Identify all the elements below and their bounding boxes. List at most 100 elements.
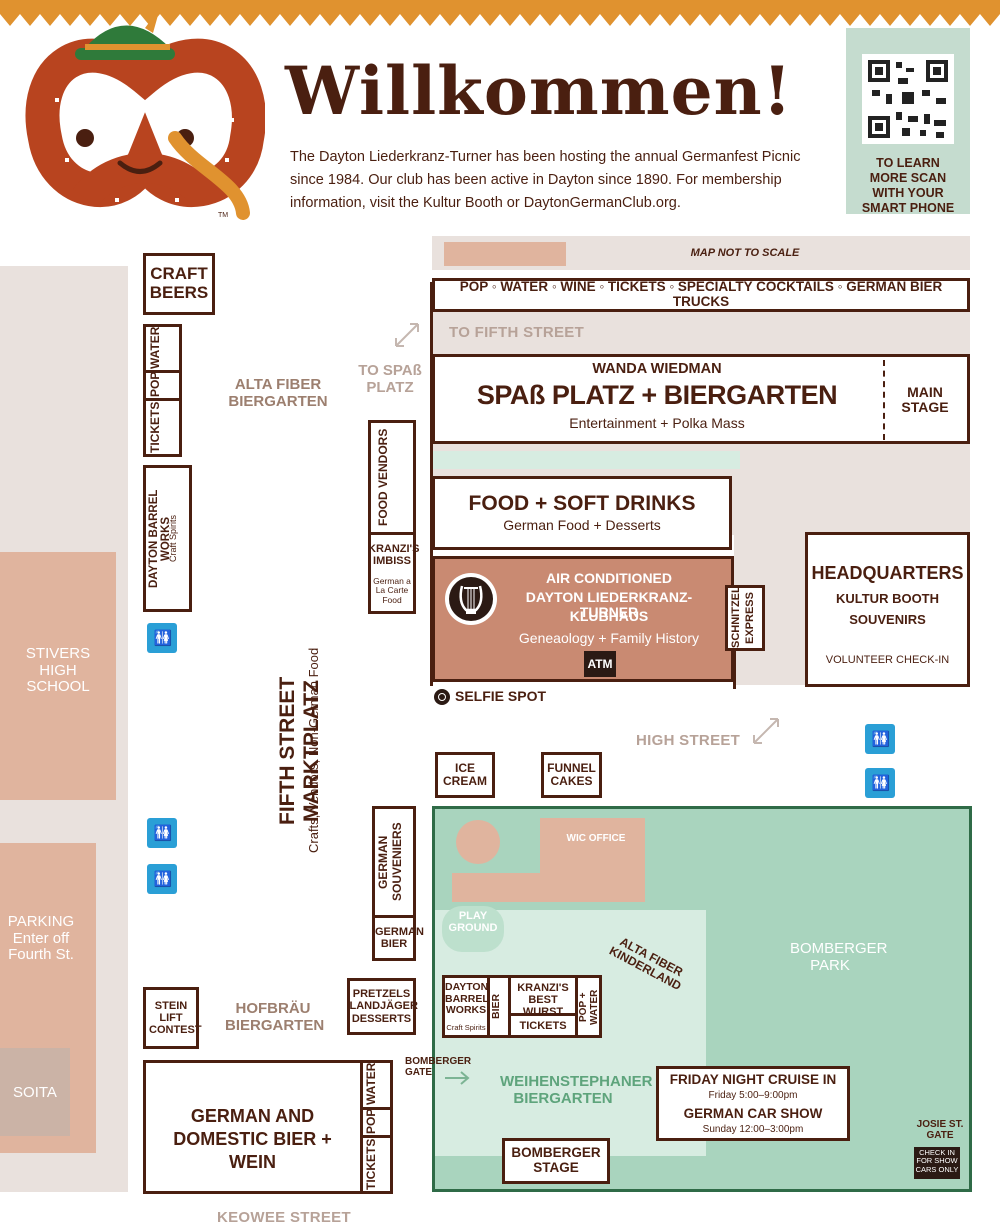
selfie-spot[interactable]: SELFIE SPOT	[434, 688, 547, 705]
park-pop-water-label: POP + WATER	[578, 989, 600, 1025]
park-divider	[508, 978, 511, 1035]
hq-souvenirs: SOUVENIRS	[849, 612, 926, 627]
green-strip	[432, 451, 740, 469]
food-vendors-label: FOOD VENDORS	[376, 428, 390, 527]
qr-instructions: TO LEARN MORE SCAN WITH YOUR SMART PHONE	[861, 156, 955, 215]
spass-title: SPAß PLATZ + BIERGARTEN	[476, 380, 838, 410]
park-divider	[511, 1013, 575, 1016]
restroom-icon: 🚻	[865, 768, 895, 798]
schnitzel-label: SCHNITZEL EXPRESS	[730, 586, 756, 648]
wic-office-wing	[452, 873, 645, 902]
bomberger-park-label: BOMBERGER PARK	[790, 940, 888, 975]
schnitzel-line	[733, 651, 736, 689]
main-stage-label[interactable]: MAIN STAGE	[901, 384, 949, 416]
bomberger-gate-label: BOMBERGER GATE	[405, 1056, 472, 1078]
dayton-barrel-works[interactable]	[143, 465, 192, 612]
hq-volunteer: VOLUNTEER CHECK-IN	[825, 654, 950, 666]
german-domestic-bier[interactable]	[143, 1060, 393, 1194]
salmon-block	[444, 242, 566, 266]
selfie-label: SELFIE SPOT	[455, 688, 547, 705]
gd-divider	[360, 1063, 363, 1191]
fifth-street-marktplatz: FIFTH STREET MARKTPLATZ	[276, 676, 323, 826]
to-spass-platz-label: TO SPAß PLATZ	[358, 362, 422, 397]
column-divider	[146, 370, 179, 373]
gd-water: WATER	[364, 1062, 378, 1105]
qr-code-icon[interactable]	[862, 54, 954, 144]
water-label: WATER	[148, 326, 162, 369]
soita-label: SOITA	[13, 1084, 57, 1101]
park-bier-label: BIER	[490, 993, 502, 1019]
pretzel-mascot-logo	[25, 8, 265, 220]
ice-cream[interactable]: ICE CREAM	[435, 752, 495, 798]
stein-lift-contest[interactable]: STEIN LIFT CONTEST	[143, 987, 202, 1049]
fifth-street-road	[432, 312, 970, 354]
friday-time: Friday 5:00–9:00pm	[708, 1090, 798, 1101]
gd-divider	[362, 1135, 390, 1138]
park-divider	[487, 978, 490, 1035]
weihenstephaner-biergarten: WEIHENSTEPHANER BIERGARTEN	[500, 1073, 653, 1108]
german-bier[interactable]: GERMAN BIER	[372, 915, 424, 961]
restroom-icon: 🚻	[147, 818, 177, 848]
funnel-cakes[interactable]: FUNNEL CAKES	[541, 752, 602, 798]
gd-bier-label: GERMAN AND DOMESTIC BIER + WEIN	[173, 1106, 332, 1172]
bomberger-stage[interactable]: BOMBERGER STAGE	[502, 1138, 610, 1184]
food-sub: German Food + Desserts	[503, 517, 661, 533]
hq-title: HEADQUARTERS	[811, 563, 964, 583]
food-title: FOOD + SOFT DRINKS	[468, 492, 696, 515]
alta-fiber-biergarten: ALTA FIBER BIERGARTEN	[228, 376, 328, 411]
german-bier-label: GERMAN BIER	[375, 925, 424, 950]
spass-sponsor: WANDA WIEDMAN	[592, 361, 722, 377]
soita-building	[0, 1048, 70, 1136]
hq-kultur: KULTUR BOOTH	[835, 591, 940, 606]
ice-cream-label: ICE CREAM	[443, 760, 487, 788]
spass-divider-line	[430, 282, 433, 686]
to-spass-arrow-icon	[395, 323, 419, 347]
stivers-high-school	[0, 552, 116, 800]
dbw-sub: Craft Spirits	[168, 515, 178, 563]
high-street-arrow-icon	[753, 718, 779, 744]
klubhaus-line3: KLUBHAUS	[569, 608, 649, 624]
pretzels-label: PRETZELS LANDJÄGER DESSERTS	[349, 988, 418, 1025]
pretzels-landjager[interactable]: PRETZELS LANDJÄGER DESSERTS	[347, 978, 418, 1035]
imbiss-sub: German a La Carte Food	[373, 576, 411, 605]
dbw-label: DAYTON BARREL WORKS	[148, 489, 172, 588]
bomberger-stage-label: BOMBERGER STAGE	[511, 1145, 601, 1175]
schnitzel-express[interactable]	[725, 585, 765, 651]
stein-label: STEIN LIFT CONTEST	[149, 999, 202, 1037]
hofbrau-biergarten: HOFBRÄU BIERGARTEN	[225, 1000, 325, 1035]
playground[interactable]	[442, 906, 504, 952]
vendor-strip[interactable]: POP ◦ WATER ◦ WINE ◦ TICKETS ◦ SPECIALTY…	[432, 278, 970, 312]
klubhaus-line2: DAYTON LIEDERKRANZ-TURNER	[525, 589, 693, 621]
show-car-checkin[interactable]: CHECK IN FOR SHOW CARS ONLY	[914, 1147, 960, 1179]
park-tickets-label: TICKETS	[519, 1020, 567, 1032]
gd-pop: POP	[364, 1108, 378, 1134]
water-pop-tickets-column[interactable]	[143, 324, 182, 457]
stivers-label: STIVERS HIGH SCHOOL	[25, 645, 91, 695]
gate-arrow-icon	[445, 1071, 470, 1085]
atm[interactable]: ATM	[584, 651, 616, 677]
spass-platz-biergarten[interactable]	[432, 354, 970, 444]
wic-label: WIC OFFICE	[566, 833, 626, 844]
food-vendors[interactable]	[368, 420, 416, 535]
food-soft-drinks[interactable]	[432, 476, 732, 550]
vendor-strip-label: POP ◦ WATER ◦ WINE ◦ TICKETS ◦ SPECIALTY…	[459, 279, 943, 309]
kranzis-imbiss[interactable]	[368, 532, 416, 614]
kranzis-wurst-label: KRANZI'S BEST WURST	[517, 982, 569, 1019]
park-dbw-label: DAYTON BARREL WORKS	[445, 981, 489, 1017]
trademark-label: TM	[218, 212, 229, 219]
klubhaus-sub: Geneaology + Family History	[518, 630, 700, 646]
craft-beers[interactable]: CRAFT BEERS	[143, 253, 215, 315]
fifth-street-sub: Crafts, Vendors, Non-German Food	[306, 647, 321, 853]
stage-divider	[883, 360, 885, 440]
not-to-scale-label: MAP NOT TO SCALE	[690, 247, 800, 259]
headquarters[interactable]	[805, 532, 970, 687]
park-dbw-sub: Craft Spirits	[446, 1023, 486, 1032]
intro-text: The Dayton Liederkranz-Turner has been h…	[290, 149, 801, 211]
spass-sub: Entertainment + Polka Mass	[569, 415, 745, 431]
friday-night-cruise[interactable]	[656, 1066, 850, 1141]
gd-tickets: TICKETS	[364, 1138, 378, 1190]
column-divider	[146, 398, 179, 401]
funnel-cakes-label: FUNNEL CAKES	[547, 760, 596, 788]
german-souvenirs[interactable]	[372, 806, 416, 919]
playground-label: PLAY GROUND	[448, 910, 498, 935]
